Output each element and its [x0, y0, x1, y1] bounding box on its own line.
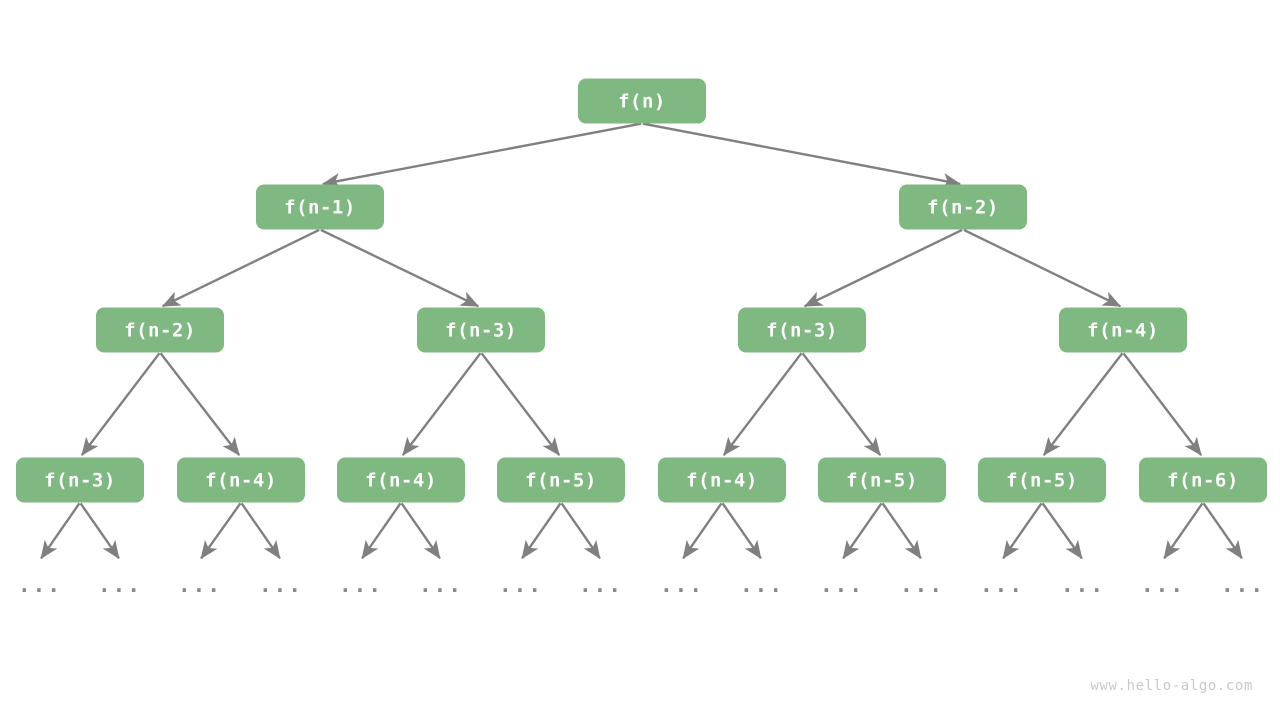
tree-node-box	[497, 457, 625, 503]
tree-node-box	[177, 457, 305, 503]
tree-node-box	[337, 457, 465, 503]
tree-node-label: f(n-5)	[525, 470, 597, 492]
tree-leaf-edge	[881, 502, 922, 560]
tree-leaf-edge	[79, 502, 120, 560]
tree-edge	[480, 352, 561, 456]
tree-edge	[161, 228, 320, 308]
ellipsis-marker: ...	[98, 573, 142, 597]
tree-node-label: f(n-4)	[205, 470, 277, 492]
tree-node-box	[96, 307, 224, 353]
tree-edge	[1122, 352, 1203, 456]
tree-node-label: f(n-3)	[44, 470, 116, 492]
tree-edge	[401, 352, 482, 456]
tree-node[interactable]: f(n-4)	[337, 457, 465, 503]
ellipses-layer: ........................................…	[18, 573, 1265, 597]
tree-node[interactable]: f(n-6)	[1139, 457, 1267, 503]
tree-node-label: f(n-6)	[1167, 470, 1239, 492]
tree-node-label: f(n-4)	[1087, 320, 1159, 342]
tree-node-box	[578, 78, 706, 124]
tree-node-box	[417, 307, 545, 353]
tree-node-label: f(n)	[618, 91, 666, 113]
tree-node[interactable]: f(n-4)	[177, 457, 305, 503]
tree-node[interactable]: f(n-5)	[818, 457, 946, 503]
tree-leaf-edge	[842, 502, 883, 560]
tree-node-box	[899, 184, 1027, 230]
tree-node-box	[16, 457, 144, 503]
tree-node-box	[658, 457, 786, 503]
tree-node-box	[1139, 457, 1267, 503]
tree-edge	[80, 352, 161, 456]
tree-node-label: f(n-3)	[445, 320, 517, 342]
tree-node[interactable]: f(n)	[578, 78, 706, 124]
tree-edge	[642, 122, 961, 189]
tree-leaf-edge	[521, 502, 562, 560]
tree-node-label: f(n-1)	[284, 197, 356, 219]
tree-edge	[803, 228, 963, 308]
ellipsis-marker: ...	[980, 573, 1024, 597]
tree-leaf-edge	[1002, 502, 1043, 560]
nodes-layer: f(n) f(n-1) f(n-2) f(n-2) f(n-3) f(n-3) f(n-4)…	[16, 78, 1267, 503]
ellipsis-marker: ...	[660, 573, 704, 597]
tree-node[interactable]: f(n-4)	[1059, 307, 1187, 353]
tree-node-box	[818, 457, 946, 503]
leaf-edges-layer	[40, 502, 1243, 560]
ellipsis-marker: ...	[820, 573, 864, 597]
ellipsis-marker: ...	[259, 573, 303, 597]
tree-edge	[159, 352, 241, 456]
ellipsis-marker: ...	[178, 573, 222, 597]
ellipsis-marker: ...	[499, 573, 543, 597]
tree-node-label: f(n-2)	[927, 197, 999, 219]
ellipsis-marker: ...	[1221, 573, 1265, 597]
tree-node-label: f(n-4)	[365, 470, 437, 492]
tree-node-label: f(n-3)	[766, 320, 838, 342]
tree-node-box	[1059, 307, 1187, 353]
ellipsis-marker: ...	[579, 573, 623, 597]
tree-edge	[322, 122, 642, 189]
tree-node[interactable]: f(n-2)	[96, 307, 224, 353]
tree-node[interactable]: f(n-5)	[978, 457, 1106, 503]
tree-node[interactable]: f(n-5)	[497, 457, 625, 503]
tree-node[interactable]: f(n-3)	[417, 307, 545, 353]
tree-edge	[963, 228, 1122, 308]
tree-leaf-edge	[240, 502, 281, 560]
tree-edge	[722, 352, 803, 456]
tree-node[interactable]: f(n-4)	[658, 457, 786, 503]
tree-leaf-edge	[1041, 502, 1083, 560]
tree-leaf-edge	[721, 502, 762, 560]
tree-node-label: f(n-2)	[124, 320, 196, 342]
tree-edge	[320, 228, 480, 308]
tree-leaf-edge	[1163, 502, 1204, 560]
edges-layer	[80, 122, 1203, 456]
ellipsis-marker: ...	[900, 573, 944, 597]
tree-node-box	[738, 307, 866, 353]
tree-node-box	[256, 184, 384, 230]
ellipsis-marker: ...	[339, 573, 383, 597]
ellipsis-marker: ...	[740, 573, 784, 597]
ellipsis-marker: ...	[18, 573, 62, 597]
tree-node[interactable]: f(n-2)	[899, 184, 1027, 230]
tree-node[interactable]: f(n-3)	[16, 457, 144, 503]
tree-node-label: f(n-5)	[1006, 470, 1078, 492]
tree-edge	[801, 352, 882, 456]
tree-leaf-edge	[1202, 502, 1243, 560]
tree-node[interactable]: f(n-1)	[256, 184, 384, 230]
tree-node-label: f(n-5)	[846, 470, 918, 492]
watermark-label: www.hello-algo.com	[1090, 678, 1253, 694]
tree-leaf-edge	[200, 502, 242, 560]
tree-leaf-edge	[560, 502, 601, 560]
tree-edge	[1042, 352, 1124, 456]
ellipsis-marker: ...	[1141, 573, 1185, 597]
ellipsis-marker: ...	[419, 573, 463, 597]
tree-leaf-edge	[400, 502, 441, 560]
tree-node-label: f(n-4)	[686, 470, 758, 492]
ellipsis-marker: ...	[1061, 573, 1105, 597]
tree-leaf-edge	[361, 502, 402, 560]
tree-node-box	[978, 457, 1106, 503]
tree-leaf-edge	[40, 502, 81, 560]
tree-leaf-edge	[682, 502, 723, 560]
tree-node[interactable]: f(n-3)	[738, 307, 866, 353]
